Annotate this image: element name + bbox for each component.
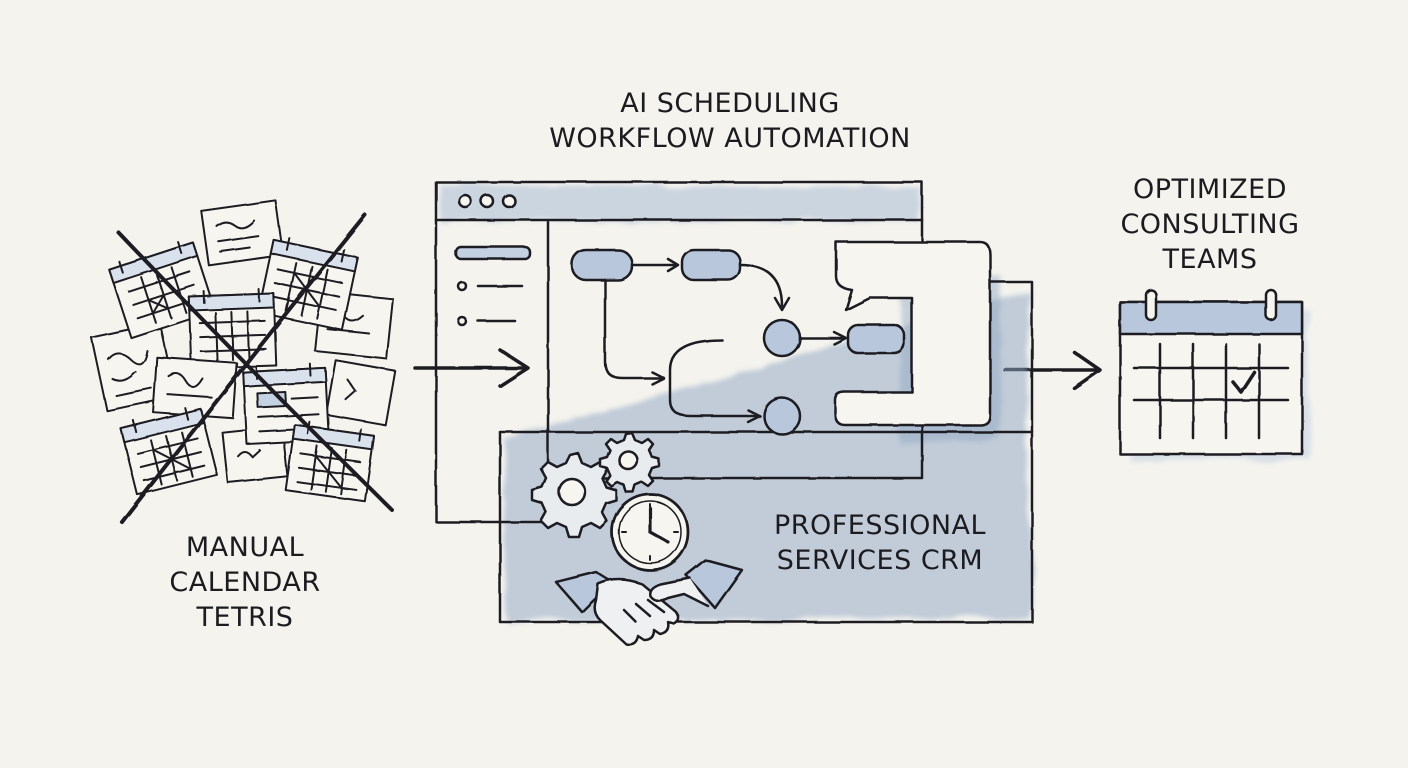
label-line: TEAMS [1162,244,1258,275]
handshake-icon [554,558,744,646]
manual-calendar-tetris-label: MANUAL CALENDAR TETRIS [150,530,340,635]
professional-services-crm-label: PROFESSIONAL SERVICES CRM [730,508,1030,578]
ai-scheduling-label: AI SCHEDULING WORKFLOW AUTOMATION [520,86,940,156]
label-line: CONSULTING [1120,209,1300,240]
label-line: CALENDAR [169,567,321,598]
label-line: AI SCHEDULING [620,88,840,119]
label-line: OPTIMIZED [1132,174,1288,205]
clock-icon [610,492,690,572]
label-line: PROFESSIONAL [773,510,987,541]
flowchart-icon [570,240,992,436]
calendar-pile-icon [90,199,396,503]
crm-panel [498,280,1034,624]
calendar-check-icon [1118,288,1304,456]
label-line: MANUAL [185,532,305,563]
gear-icon [530,451,618,539]
optimized-teams-label: OPTIMIZED CONSULTING TEAMS [1100,172,1320,277]
arrow-icon [413,348,530,388]
cross-out-icon [116,213,394,524]
label-line: TETRIS [196,602,294,633]
gear-icon [598,431,661,494]
label-line: WORKFLOW AUTOMATION [549,123,911,154]
label-line: SERVICES CRM [776,545,984,576]
